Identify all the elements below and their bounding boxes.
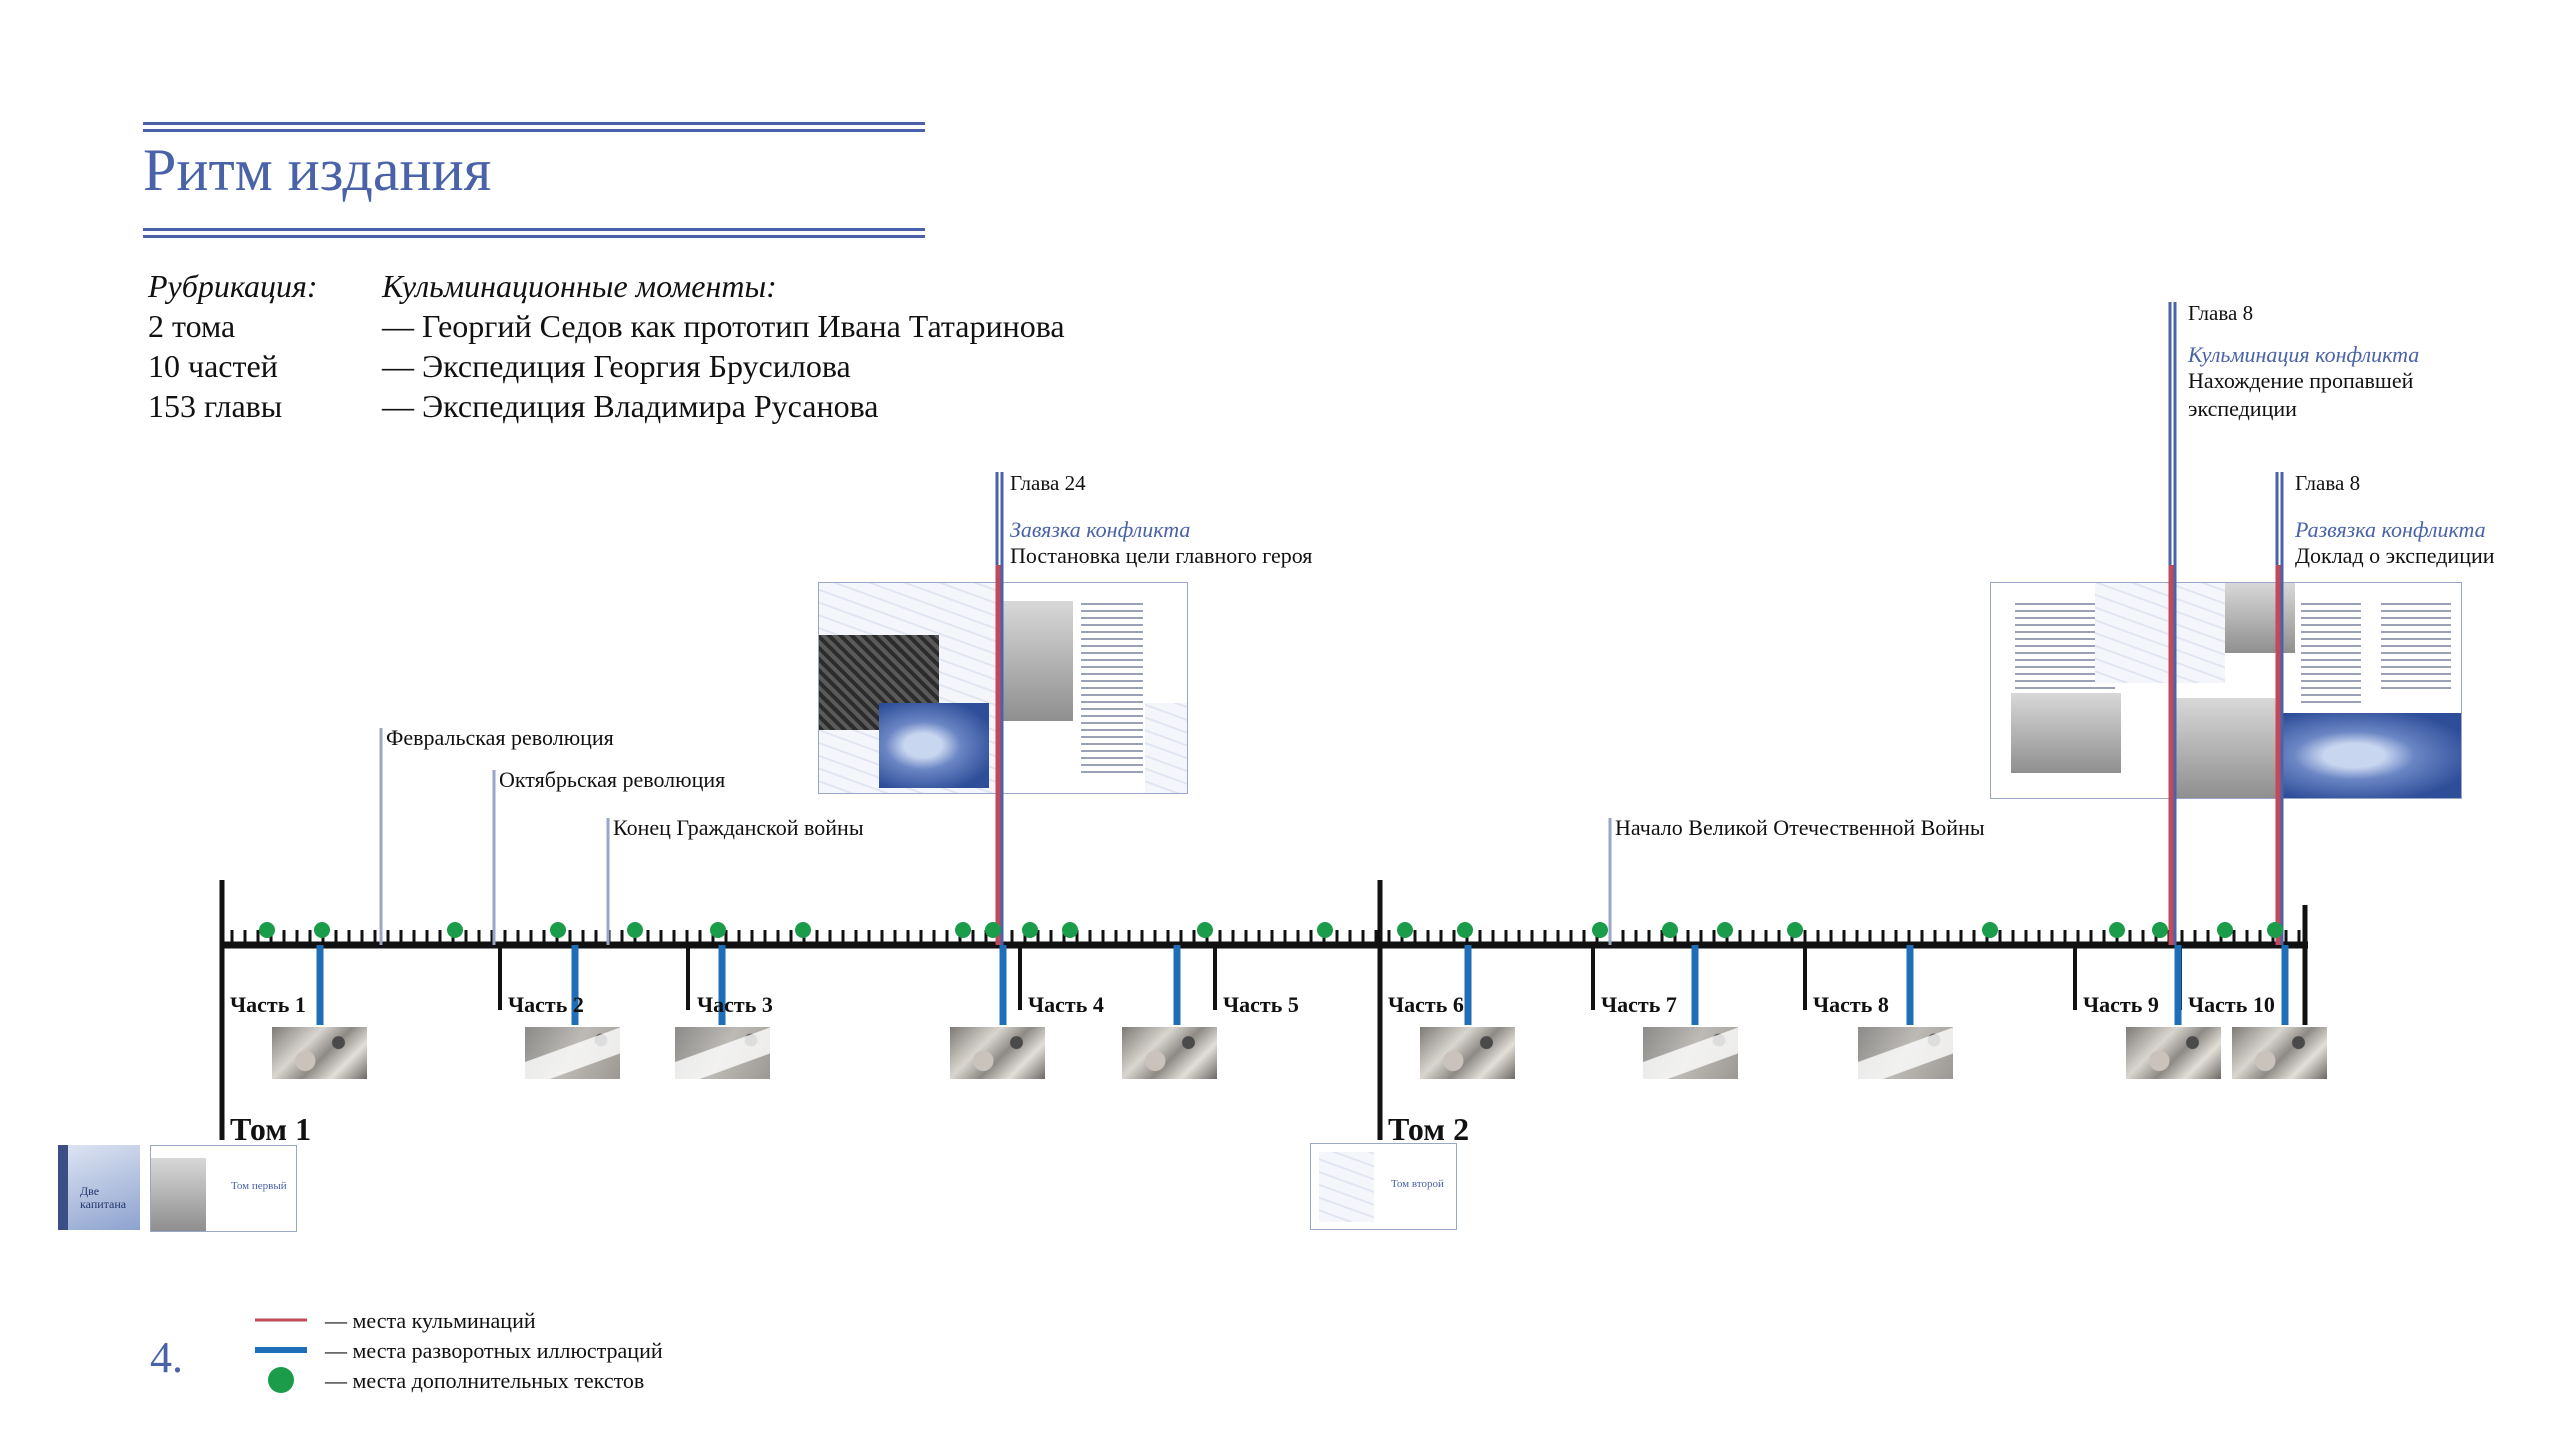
extra-text-marker: [1787, 922, 1803, 938]
legend-extra-text-swatch: [268, 1367, 294, 1393]
extra-text-marker: [795, 922, 811, 938]
culmination-2-type: Кульминация конфликта: [2187, 342, 2419, 367]
extra-text-marker: [447, 922, 463, 938]
part-7-thumbnail: [1643, 1027, 1738, 1079]
culmination-3-chapter: Глава 8: [2295, 471, 2360, 495]
rubrication-chapters: 153 главы: [148, 388, 283, 424]
extra-text-marker: [1062, 922, 1078, 938]
extra-text-marker: [1197, 922, 1213, 938]
culmination-3-type: Развязка конфликта: [2294, 517, 2486, 542]
title-rule-top-2: [143, 129, 925, 132]
part-8-thumbnail: [1858, 1027, 1953, 1079]
legend-illustration-label: — места разворотных иллюстраций: [324, 1338, 663, 1363]
page-number: 4.: [150, 1333, 183, 1382]
culmination-2-desc-1: Нахождение пропавшей: [2188, 368, 2414, 393]
extra-text-marker: [2109, 922, 2125, 938]
part-2-thumbnail: [525, 1027, 620, 1079]
extra-text-marker: [955, 922, 971, 938]
part-label-10: Часть 10: [2188, 992, 2275, 1017]
extra-text-marker: [1717, 922, 1733, 938]
part-label-6: Часть 6: [1388, 992, 1464, 1017]
rubrication-parts: 10 частей: [148, 348, 278, 384]
extra-text-marker: [1397, 922, 1413, 938]
part-10-thumbnail: [2232, 1027, 2327, 1079]
extra-text-marker: [985, 922, 1001, 938]
extra-text-marker: [550, 922, 566, 938]
book-cover-title: Две капитана: [80, 1184, 127, 1211]
part-label-1: Часть 1: [230, 992, 306, 1017]
culmination-2-desc-2: экспедиции: [2188, 396, 2297, 421]
culmination-moments-label: Кульминационные моменты:: [382, 268, 777, 304]
part-label-5: Часть 5: [1223, 992, 1299, 1017]
rubrication-volumes: 2 тома: [148, 308, 236, 344]
volume-1-spread-caption: Том первый: [231, 1180, 287, 1192]
event-label-civil-war-end: Конец Гражданской войны: [613, 815, 864, 840]
extra-text-marker: [1317, 922, 1333, 938]
culmination-moment-3: — Экспедиция Владимира Русанова: [382, 388, 879, 424]
extra-text-markers: [259, 922, 2283, 938]
extra-text-marker: [1982, 922, 1998, 938]
part-5-thumbnail: [1122, 1027, 1217, 1079]
page-title: Ритм издания: [143, 137, 492, 203]
extra-text-marker: [259, 922, 275, 938]
culmination-1-chapter: Глава 24: [1010, 471, 1086, 495]
part-label-7: Часть 7: [1601, 992, 1677, 1017]
part-label-8: Часть 8: [1813, 992, 1889, 1017]
event-label-great-patriotic-war: Начало Великой Отечественной Войны: [1615, 815, 1985, 840]
part-label-2: Часть 2: [508, 992, 584, 1017]
legend-culmination-label: — места кульминаций: [324, 1308, 536, 1333]
rubrication-label: Рубрикация:: [148, 268, 318, 304]
extra-text-marker: [710, 922, 726, 938]
culmination-1-type: Завязка конфликта: [1010, 517, 1190, 542]
volume-2-spread-caption: Том второй: [1391, 1178, 1444, 1190]
part-9-thumbnail: [2126, 1027, 2221, 1079]
rubrication-block: Рубрикация: 2 тома 10 частей 153 главы: [148, 266, 318, 426]
event-label-october-revolution: Октябрьская революция: [499, 767, 725, 792]
part-3-thumbnail: [675, 1027, 770, 1079]
extra-text-marker: [314, 922, 330, 938]
extra-text-marker: [1457, 922, 1473, 938]
culmination-moment-1: — Георгий Седов как прототип Ивана Татар…: [382, 308, 1065, 344]
extra-text-marker: [2152, 922, 2168, 938]
extra-text-marker: [627, 922, 643, 938]
culmination-3-desc: Доклад о экспедиции: [2295, 543, 2495, 568]
title-rule-bottom-1: [143, 228, 925, 231]
extra-text-marker: [2217, 922, 2233, 938]
culmination-moments-block: Кульминационные моменты: — Георгий Седов…: [382, 266, 1065, 426]
culmination-1-desc: Постановка цели главного героя: [1010, 543, 1312, 568]
part-label-4: Часть 4: [1028, 992, 1104, 1017]
part-label-9: Часть 9: [2083, 992, 2159, 1017]
extra-text-marker: [2267, 922, 2283, 938]
part-4-thumbnail: [950, 1027, 1045, 1079]
extra-text-marker: [1022, 922, 1038, 938]
event-label-february-revolution: Февральская революция: [386, 725, 614, 750]
part-6-thumbnail: [1420, 1027, 1515, 1079]
spread-preview-2: [1990, 582, 2462, 799]
legend-extra-text-label: — места дополнительных текстов: [324, 1368, 644, 1393]
extra-text-marker: [1662, 922, 1678, 938]
title-rule-bottom-2: [143, 235, 925, 238]
volume-1-title-spread: Том первый: [150, 1145, 297, 1232]
part-label-3: Часть 3: [697, 992, 773, 1017]
title-rule-top-1: [143, 122, 925, 125]
volume-2-title-spread: Том второй: [1310, 1143, 1457, 1230]
part-1-thumbnail: [272, 1027, 367, 1079]
extra-text-marker: [1592, 922, 1608, 938]
volume-label-1: Том 1: [230, 1111, 311, 1147]
book-cover-thumbnail: Две капитана: [58, 1145, 140, 1230]
culmination-2-chapter: Глава 8: [2188, 301, 2253, 325]
culmination-moment-2: — Экспедиция Георгия Брусилова: [382, 348, 851, 384]
volume-label-2: Том 2: [1388, 1111, 1469, 1147]
